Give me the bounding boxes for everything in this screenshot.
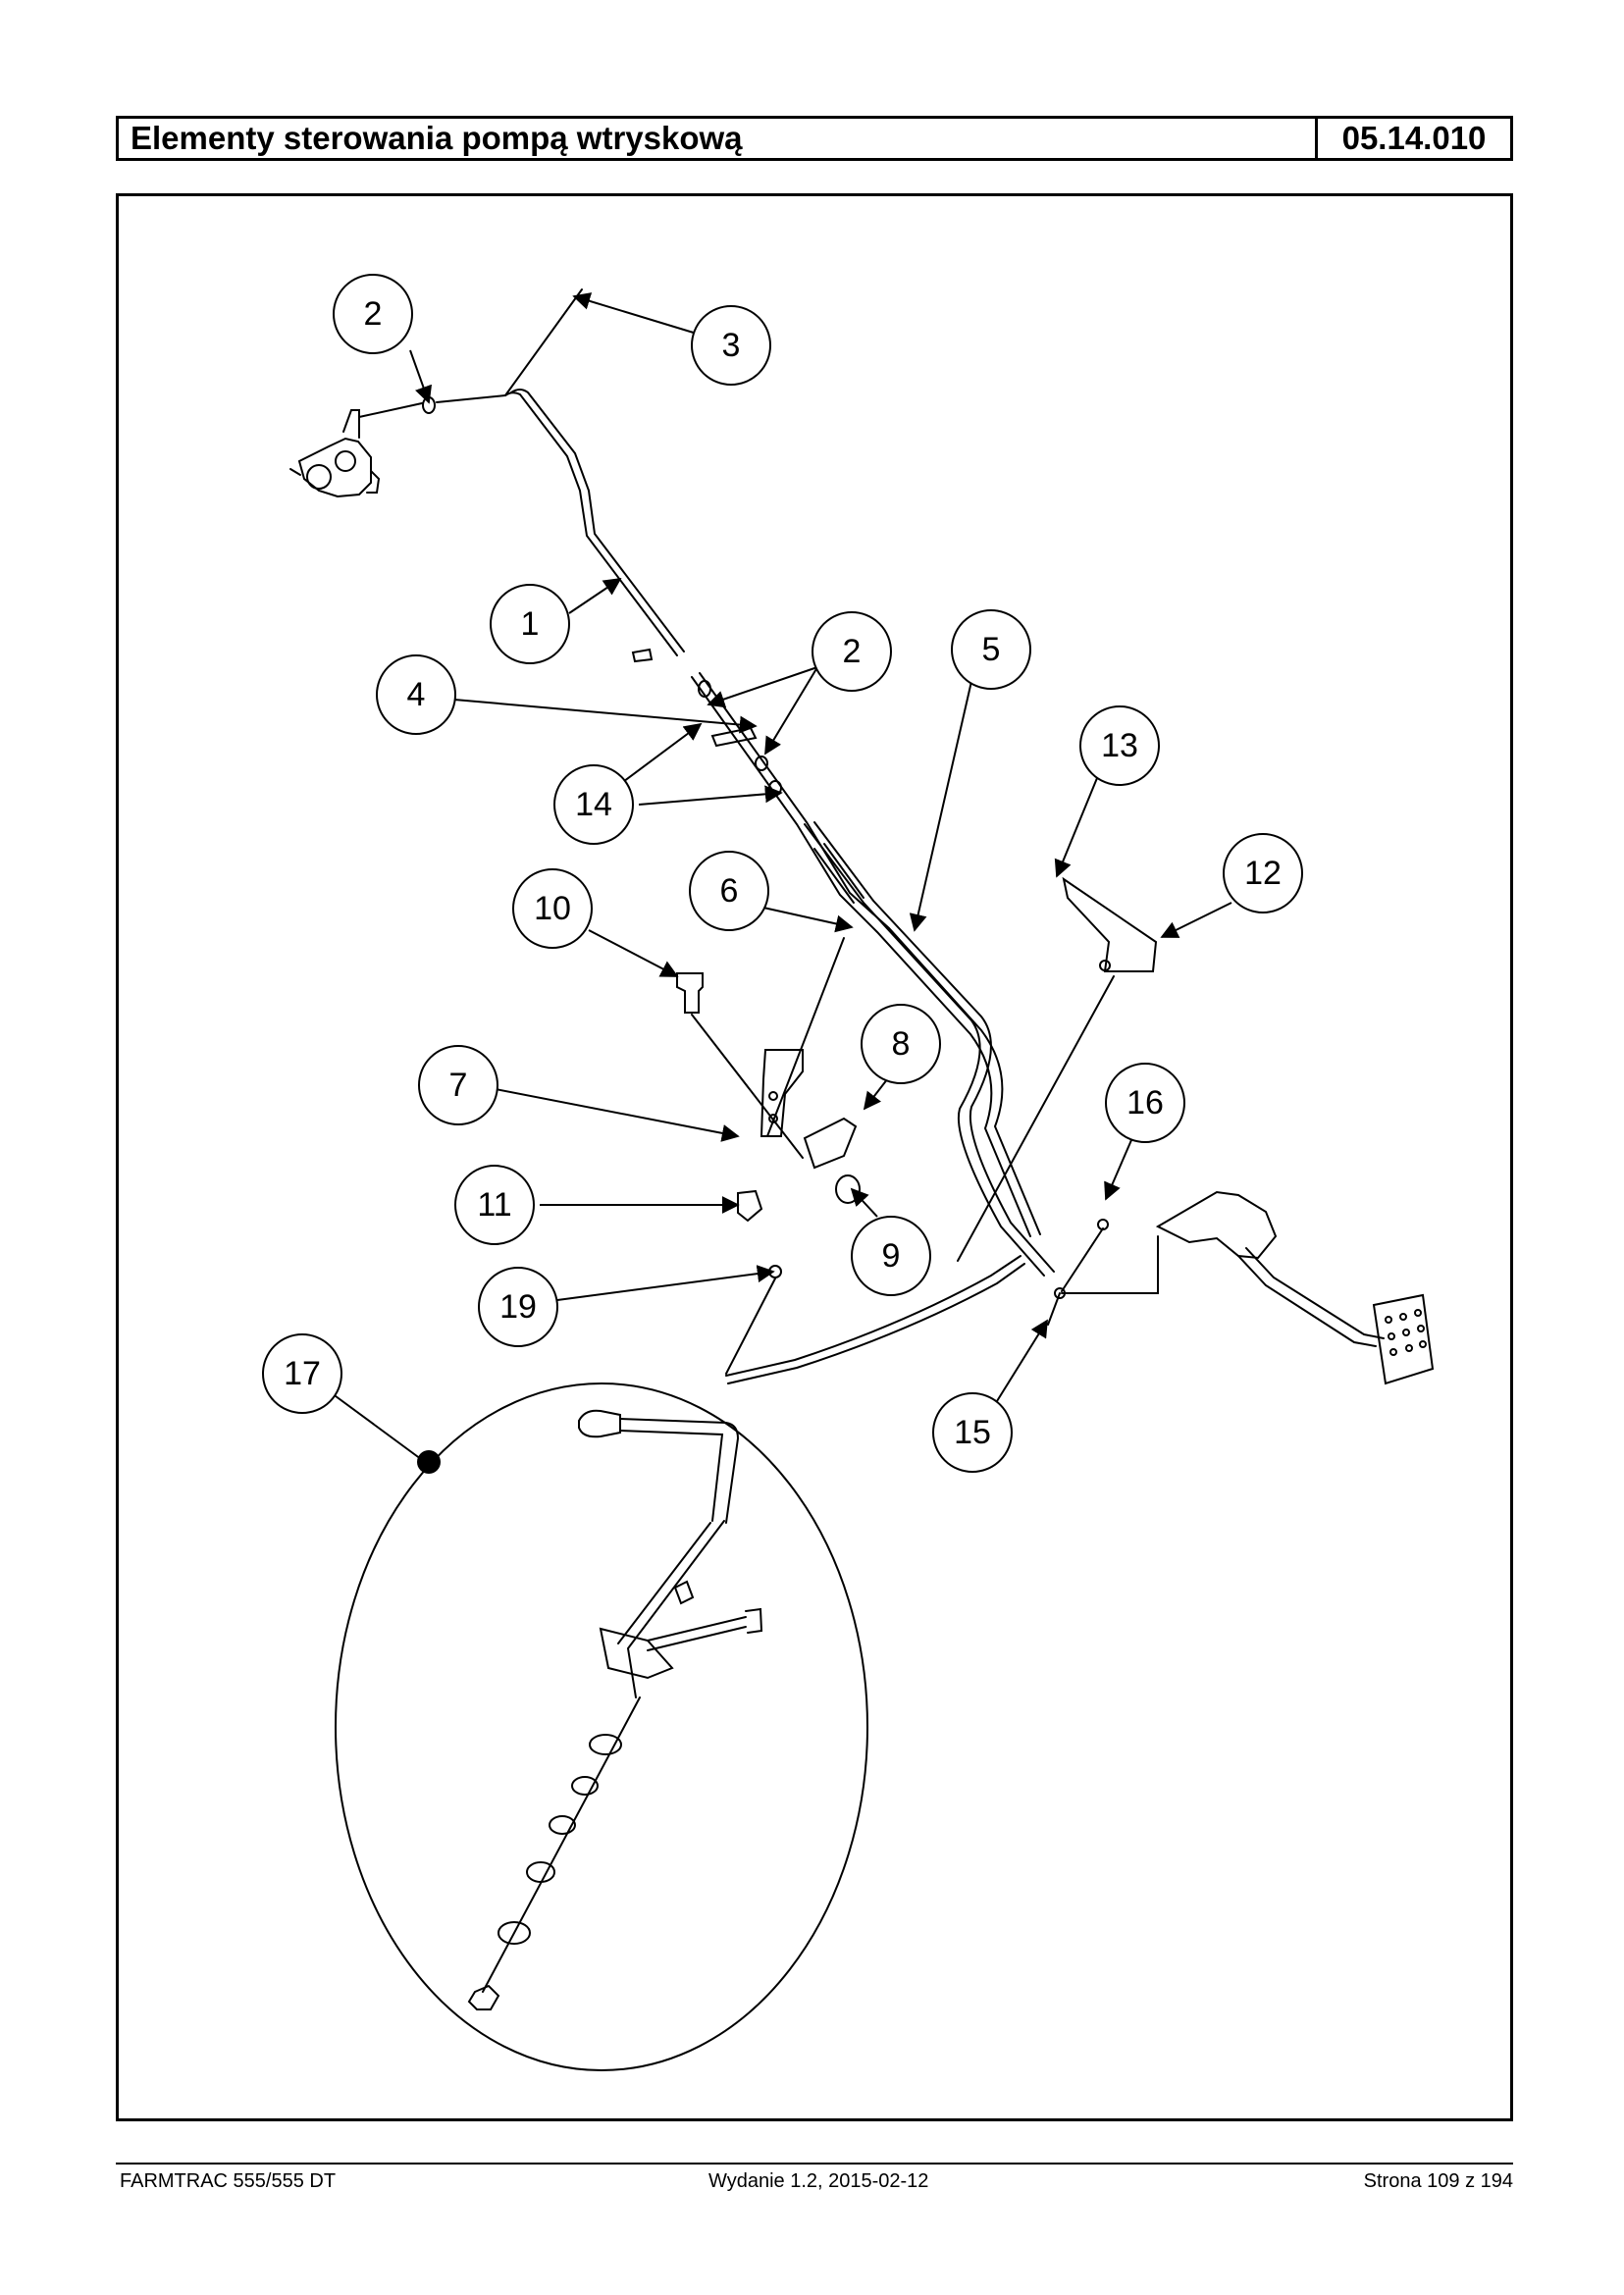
leader-lines (331, 292, 1232, 1463)
svg-text:11: 11 (477, 1186, 511, 1224)
svg-text:10: 10 (534, 890, 571, 927)
callout-2-top: 2 (333, 274, 413, 354)
svg-text:1: 1 (521, 605, 540, 643)
page-title: Elementy sterowania pompą wtryskową (131, 120, 743, 156)
control-rod-drawing (504, 391, 678, 656)
callout-bubbles: 2 3 1 2 5 4 13 14 12 10 6 8 7 16 11 9 19… (262, 274, 1303, 1473)
callout-1: 1 (490, 584, 570, 664)
callout-16: 16 (1105, 1063, 1185, 1143)
assembly-line-art (289, 288, 1435, 2071)
callout-10: 10 (512, 868, 593, 949)
svg-text:9: 9 (882, 1237, 901, 1275)
svg-text:19: 19 (499, 1288, 537, 1326)
footer-page-number: Strona 109 z 194 (1363, 2170, 1513, 2192)
callout-13: 13 (1079, 705, 1160, 786)
svg-text:5: 5 (982, 631, 1001, 668)
page-header: Elementy sterowania pompą wtryskową 05.1… (116, 116, 1513, 161)
injection-pump-drawing (289, 394, 506, 498)
callout-8: 8 (861, 1004, 941, 1084)
svg-text:14: 14 (575, 786, 612, 823)
footer-edition: Wydanie 1.2, 2015-02-12 (708, 2170, 929, 2192)
callout-11: 11 (454, 1165, 535, 1245)
svg-text:16: 16 (1126, 1084, 1164, 1121)
svg-text:3: 3 (722, 327, 741, 364)
callout-17: 17 (262, 1333, 342, 1414)
callout-5: 5 (951, 609, 1031, 690)
svg-text:12: 12 (1244, 855, 1282, 892)
callout-2-middle: 2 (812, 611, 892, 692)
svg-text:8: 8 (892, 1025, 911, 1063)
callout-7: 7 (418, 1045, 498, 1125)
callout-19: 19 (478, 1267, 558, 1347)
accelerator-pedal-drawing (1047, 1190, 1435, 1385)
callout-9: 9 (851, 1216, 931, 1296)
svg-text:4: 4 (407, 676, 426, 713)
callout-3: 3 (691, 305, 771, 386)
svg-text:17: 17 (284, 1355, 321, 1392)
footer-divider (116, 2163, 1513, 2165)
svg-text:7: 7 (449, 1067, 468, 1104)
callout-12: 12 (1223, 833, 1303, 913)
hand-throttle-lever-drawing (467, 1409, 763, 2010)
svg-text:6: 6 (720, 872, 739, 910)
svg-text:13: 13 (1101, 727, 1138, 764)
callout-6: 6 (689, 851, 769, 931)
detail-marker-dot (417, 1450, 441, 1474)
svg-text:2: 2 (364, 295, 383, 333)
callout-15: 15 (932, 1392, 1013, 1473)
section-code: 05.14.010 (1315, 119, 1510, 158)
svg-text:2: 2 (843, 633, 862, 670)
hand-throttle-detail-outline (335, 1382, 868, 2071)
svg-text:15: 15 (954, 1414, 991, 1451)
footer-model: FARMTRAC 555/555 DT (120, 2170, 337, 2192)
diagram-frame (116, 193, 1513, 2121)
callout-4: 4 (376, 654, 456, 735)
callout-14: 14 (553, 764, 634, 845)
